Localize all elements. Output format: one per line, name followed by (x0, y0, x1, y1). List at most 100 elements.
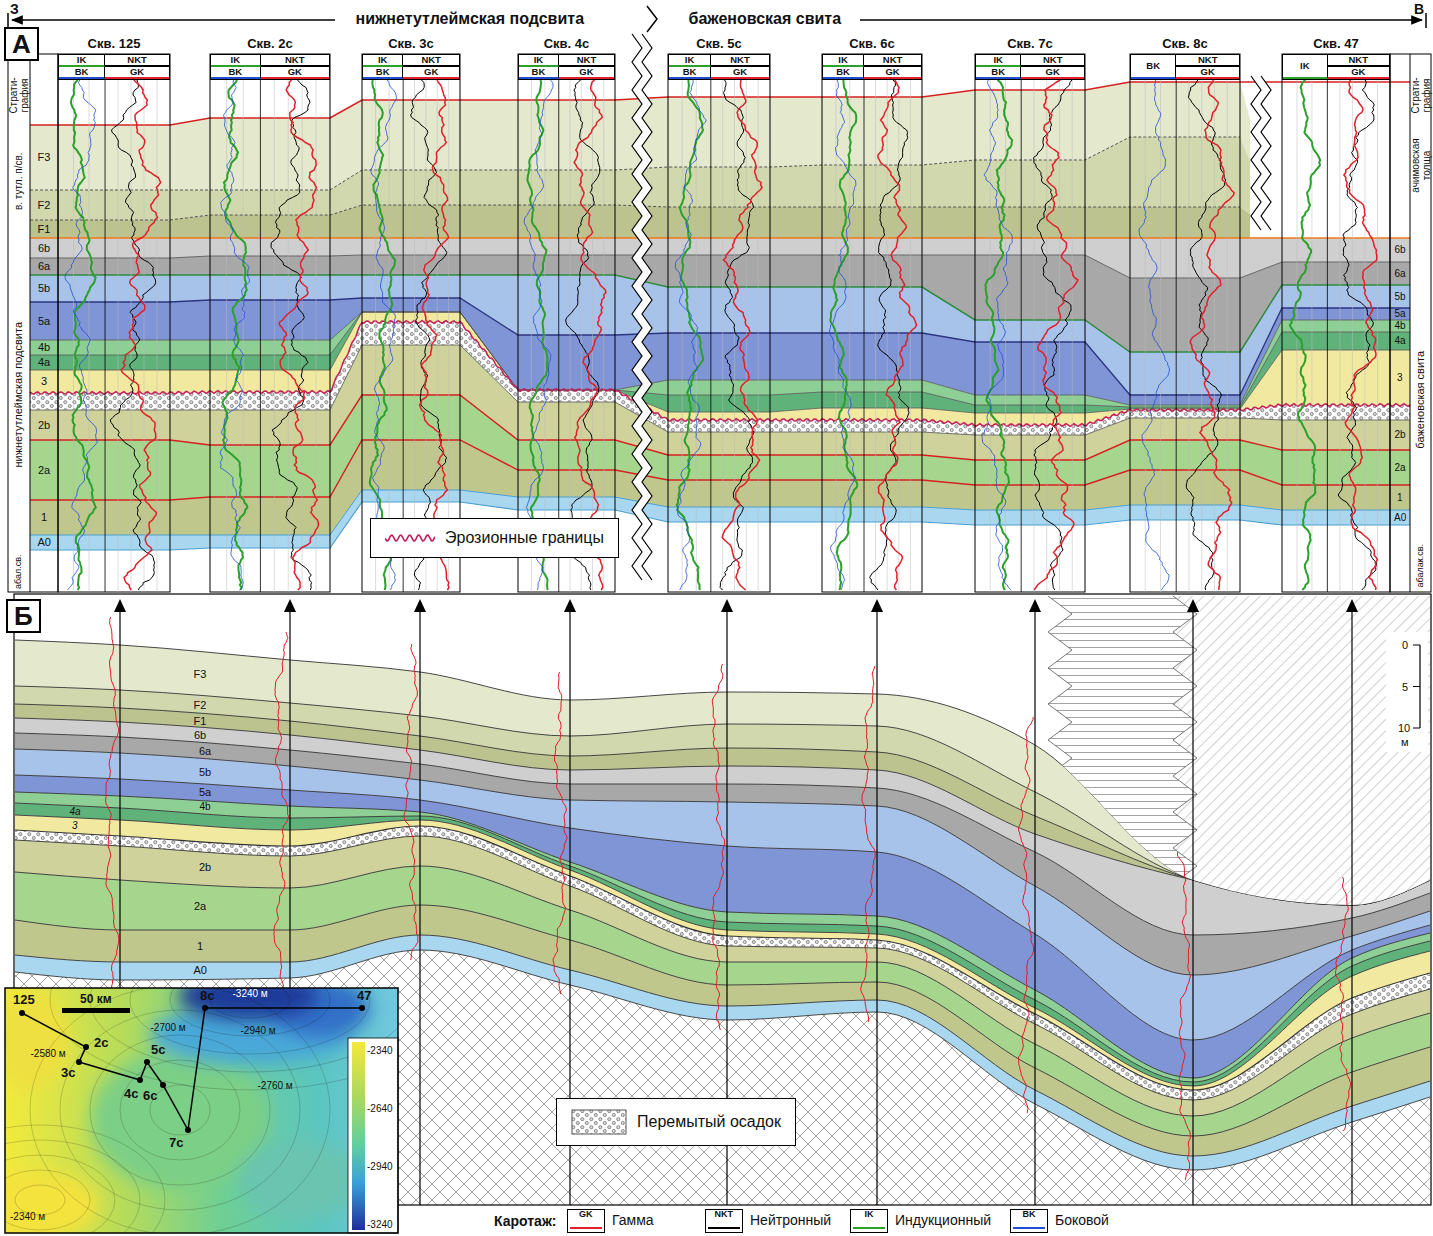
laterolog-curve (220, 80, 250, 590)
layer-index: 5a (38, 316, 50, 327)
colorbar-value: -2940 (367, 1161, 393, 1172)
layer-index: 5b (38, 283, 50, 294)
laterolog-curve (524, 80, 553, 590)
well-log-track (362, 54, 460, 592)
depth-map-inset (0, 910, 450, 1236)
depth-value: -3240 м (233, 988, 268, 999)
curve-name: BK (519, 67, 559, 79)
curve-name: NKT (403, 55, 459, 67)
curve-name: NKT (105, 55, 169, 67)
well-log-track (1021, 54, 1022, 592)
map-well-label: 6с (143, 1089, 157, 1103)
well-log-track (210, 54, 330, 592)
log-header: IKNKTBKGK (58, 54, 170, 80)
contour-line (150, 1085, 210, 1135)
curve-name: NKT (711, 55, 769, 67)
contour-line (5, 1155, 115, 1233)
column-heading: Страти-графия (1411, 65, 1432, 125)
layer-index: 6a (1395, 269, 1406, 279)
colorbar (348, 1038, 398, 1233)
layer-index: 2b (1395, 430, 1406, 440)
well-header: Скв. 7сIKNKTBKGK (975, 36, 1085, 80)
layer-index: 3 (41, 376, 47, 387)
well-arrow (564, 599, 576, 612)
section-break (1261, 76, 1271, 230)
well-log-track (389, 80, 390, 592)
map-well-label: 125 (13, 993, 35, 1007)
panel-letter-box: А (4, 27, 39, 61)
map-well-label: 47 (357, 989, 371, 1003)
curve-name: IK (976, 55, 1021, 67)
well-log-track (887, 80, 888, 592)
induction-curve (1290, 80, 1320, 590)
gamma-curve (1177, 852, 1190, 1180)
depth-map-inset (178, 988, 318, 1020)
well-log-track (569, 80, 570, 592)
layer-index: 3 (72, 821, 78, 831)
well-line (1351, 611, 1352, 1205)
well-log-track (1072, 80, 1073, 592)
layer-index: F1 (38, 224, 51, 235)
layer-index: 1 (1397, 493, 1403, 503)
well-log-track (105, 54, 106, 592)
depth-map-inset (5, 988, 398, 1233)
well-point (83, 1044, 89, 1050)
layer-index: 1 (197, 941, 203, 952)
curve-name: BK (669, 67, 711, 79)
depth-value: -2700 м (151, 1022, 186, 1033)
section-break (632, 34, 642, 580)
layer-index: 2b (199, 862, 211, 873)
unit-name: ачимовская толща (1411, 129, 1432, 201)
well-log-track (518, 54, 615, 592)
curve-name: GK (105, 67, 169, 79)
well-log-track (1188, 80, 1189, 592)
layer-index: 1 (41, 512, 47, 523)
vertical-scale (1386, 632, 1428, 752)
direction-arrow (12, 19, 335, 21)
legend-text: Индукционный (895, 1213, 991, 1228)
depth-value: -2340 м (10, 1211, 45, 1222)
unit-name: абалак.св. (1416, 535, 1425, 595)
well-header: Скв. 5сIKNKTBKGK (668, 36, 770, 80)
layer-index: 4a (38, 357, 50, 368)
vertical-scale (1386, 632, 1428, 752)
induction-curve (830, 80, 857, 590)
strat-column (1410, 54, 1411, 592)
layer-boundary (30, 440, 1410, 500)
induction-curve (985, 80, 1012, 590)
legend-text: Боковой (1055, 1213, 1109, 1228)
colorbar (352, 1042, 365, 1230)
laterolog-curve (1139, 80, 1170, 590)
log-header: BKNKTGK (1130, 54, 1240, 80)
well-log-track (1364, 80, 1365, 592)
colorbar-value: -2340 (367, 1045, 393, 1056)
layer-index: 6b (194, 730, 206, 741)
curve-name: BK (211, 67, 261, 79)
well-log-track (362, 54, 460, 592)
gamma-curve (279, 80, 318, 590)
curve-name: BK (363, 67, 403, 79)
curve-code: IK (865, 1210, 874, 1220)
layer-boundary (30, 237, 1410, 239)
curve-name: IK (669, 55, 711, 67)
map-well-label: 8с (200, 989, 214, 1003)
layer-index: 6b (1395, 245, 1406, 255)
legend-swatch (1011, 1210, 1048, 1233)
well-log-track (73, 80, 74, 592)
neutron-curve (271, 80, 312, 590)
legend-swatch (706, 1210, 743, 1233)
layer-index: 3 (1397, 373, 1403, 383)
layer-index: 2a (38, 465, 50, 476)
well-point (160, 1082, 166, 1088)
legend-heading: Каротаж: (494, 1214, 557, 1229)
well-log-track (668, 54, 770, 592)
well-log-track (302, 80, 303, 592)
well-point (19, 1010, 25, 1016)
well-log-track (875, 80, 876, 592)
well-log-track (581, 80, 582, 592)
curve-name: IK (1283, 55, 1328, 79)
curve-name: NKT (261, 55, 329, 67)
well-arrow (1187, 599, 1199, 612)
curve-name: GK (711, 67, 769, 79)
gamma-curve (274, 632, 289, 988)
